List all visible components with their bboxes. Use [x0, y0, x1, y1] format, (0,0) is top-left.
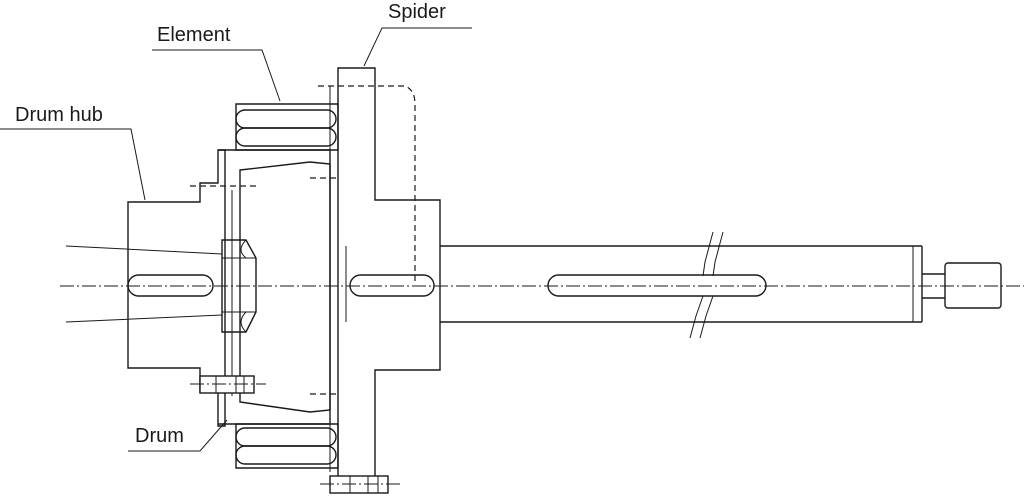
shaft-keyway: [547, 274, 767, 297]
label-drum-text: Drum: [135, 425, 184, 447]
label-element-text: Element: [157, 24, 231, 46]
label-drum-hub: Drum hub: [0, 104, 146, 201]
leader-spider: [363, 27, 472, 67]
leader-element: [152, 49, 281, 102]
label-drum-hub-text: Drum hub: [15, 104, 103, 126]
drum-hub-keyway: [127, 274, 214, 297]
element-upper: [235, 103, 339, 151]
output-shaft: [440, 231, 923, 339]
label-spider: Spider: [363, 1, 472, 67]
hex-nut: [221, 239, 257, 333]
label-element: Element: [152, 24, 281, 102]
spider-keyway: [349, 274, 435, 297]
spider-bolt: [320, 475, 400, 494]
element-lower: [235, 423, 339, 469]
label-spider-text: Spider: [388, 1, 446, 23]
input-shaft: [65, 245, 223, 323]
drum-hub: [127, 149, 226, 427]
shaft-end-cap: [922, 262, 1002, 309]
leader-drum: [128, 419, 228, 452]
label-drum: Drum: [128, 419, 228, 452]
leader-drum-hub: [0, 128, 146, 201]
drum-hub-bolt: [190, 375, 266, 394]
spider: [310, 67, 441, 489]
